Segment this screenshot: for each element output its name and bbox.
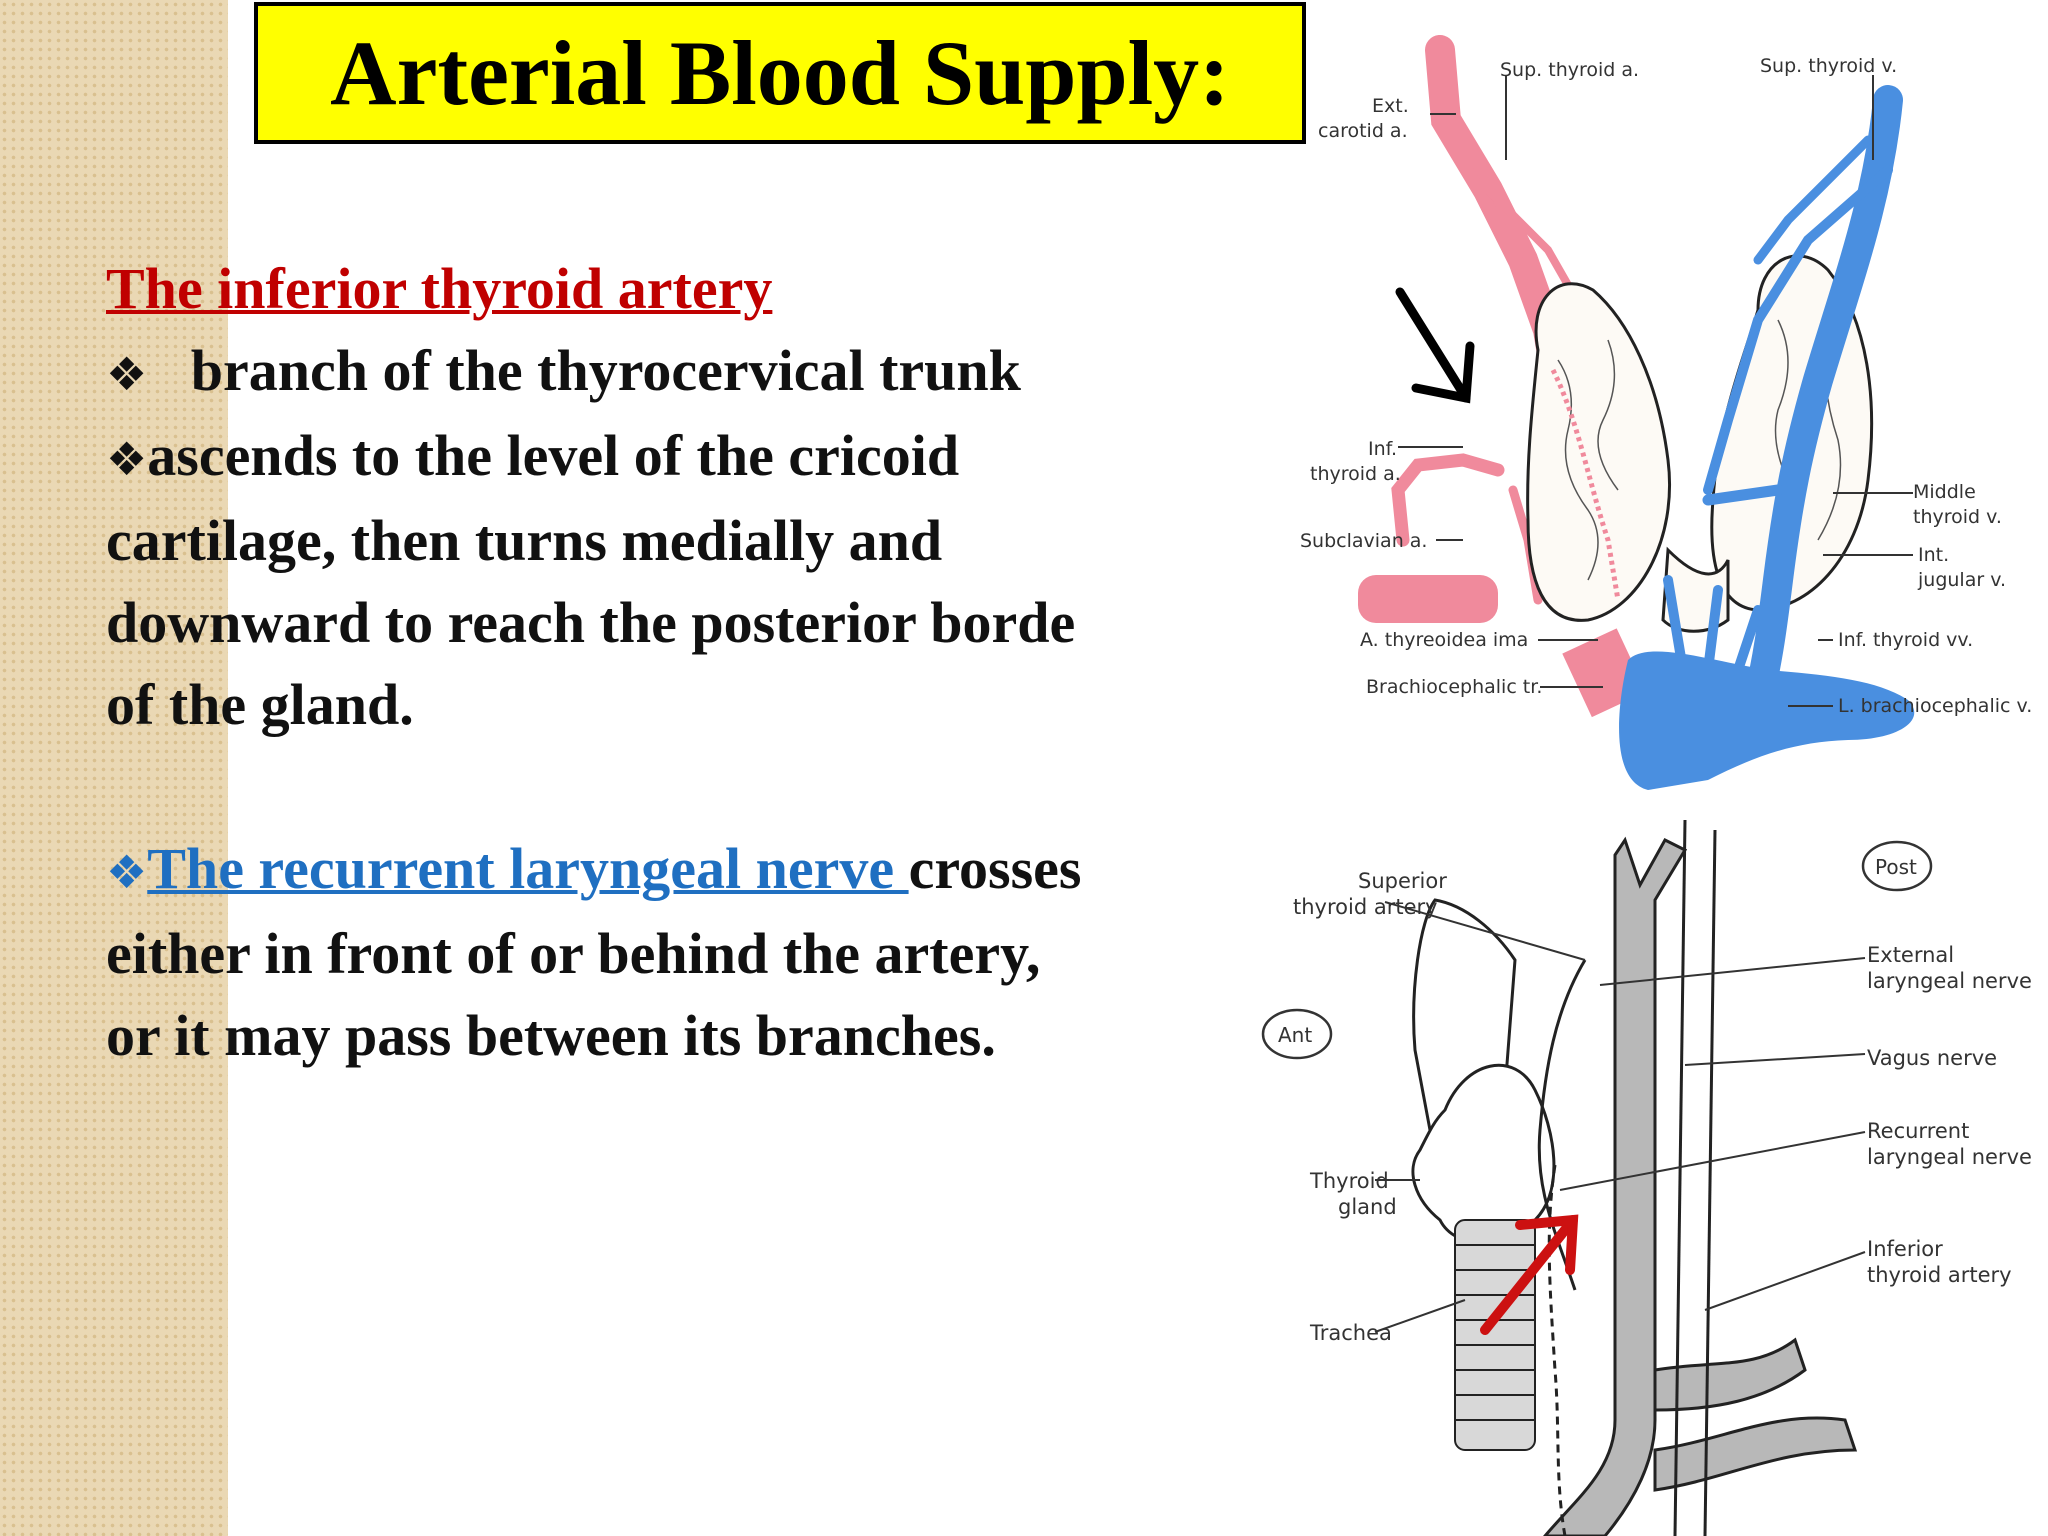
label-leaders	[1398, 75, 1913, 707]
label-inf-thyroid-vv: Inf. thyroid vv.	[1838, 629, 1973, 651]
bullet2-line-2: cartilage, then turns medially and	[106, 508, 943, 573]
recurrent-laryngeal-nerve-diagram: Post Ant Superior thyroid artery Externa…	[1261, 819, 2032, 1536]
label-superior-2: thyroid artery	[1293, 895, 1438, 919]
label-external-2: laryngeal nerve	[1867, 969, 2032, 993]
label-recurrent-1: Recurrent	[1867, 1119, 1969, 1143]
section2-line-1: ❖The recurrent laryngeal nerve crosses	[106, 828, 1276, 913]
label-inferior-2: thyroid artery	[1867, 1263, 2012, 1287]
bullet-icon: ❖	[106, 845, 148, 899]
label-thyroid-1: Thyroid	[1309, 1169, 1389, 1193]
page-title: Arterial Blood Supply:	[330, 22, 1230, 124]
vein-paths	[1663, 85, 1903, 715]
ant-badge	[1261, 1008, 1333, 1060]
body-text: The inferior thyroid artery ❖ branch of …	[106, 248, 1276, 1077]
label-middle-thyroid-2: thyroid v.	[1913, 506, 2002, 528]
label-inf-thyroid-a-2: thyroid a.	[1310, 463, 1401, 485]
bullet2-line-1: ascends to the level of the cricoid	[147, 423, 960, 488]
bullet1-spacer	[162, 338, 191, 403]
recurrent-laryngeal-nerve-link[interactable]: The recurrent laryngeal nerve	[147, 836, 909, 901]
label-middle-thyroid-1: Middle	[1913, 481, 1976, 503]
label-inf-thyroid-a-1: Inf.	[1368, 438, 1397, 460]
label-brachiocephalic-tr: Brachiocephalic tr.	[1366, 676, 1542, 698]
label-ext-carotid-2: carotid a.	[1318, 120, 1408, 142]
bullet-line-1: ❖ branch of the thyrocervical trunk	[106, 330, 1276, 415]
carotid-vessel	[1543, 836, 1858, 1536]
bullet2-line-4: of the gland.	[106, 672, 414, 737]
bullet-line-2: ❖ascends to the level of the cricoid	[106, 415, 1276, 500]
bullet-icon: ❖	[106, 347, 148, 401]
decorative-side-pattern	[0, 0, 228, 1536]
section2-line-1-rest: crosses	[908, 836, 1082, 901]
diagram-bottom-labels: Superior thyroid artery External larynge…	[1293, 869, 2032, 1345]
thyroid-blood-supply-diagram: Sup. thyroid a. Sup. thyroid v. Ext. car…	[1300, 35, 2032, 790]
section2-line-2: either in front of or behind the artery,	[106, 921, 1041, 986]
label-thyreoidea-ima: A. thyreoidea ima	[1360, 629, 1528, 651]
label-sup-thyroid-a: Sup. thyroid a.	[1500, 59, 1639, 81]
pointer-arrow-black	[1395, 287, 1475, 404]
label-recurrent-2: laryngeal nerve	[1867, 1145, 2032, 1169]
diagram-top-labels: Sup. thyroid a. Sup. thyroid v. Ext. car…	[1300, 55, 2032, 717]
brachiocephalic-vein	[1619, 651, 1915, 790]
label-ant: Ant	[1278, 1023, 1312, 1047]
bullet2-line-3: downward to reach the posterior borde	[106, 590, 1076, 655]
post-badge	[1861, 840, 1933, 892]
label-subclavian: Subclavian a.	[1300, 530, 1427, 552]
label-leaders	[1374, 901, 1866, 1333]
subclavian-artery	[1358, 575, 1498, 623]
bullet1-text: branch of the thyrocervical trunk	[190, 338, 1021, 403]
label-vagus: Vagus nerve	[1867, 1046, 1997, 1070]
label-external-1: External	[1867, 943, 1954, 967]
label-trachea: Trachea	[1309, 1321, 1392, 1345]
label-post: Post	[1875, 855, 1917, 879]
inferior-thyroid-artery-heading: The inferior thyroid artery	[106, 256, 773, 321]
section2-line-3: or it may pass between its branches.	[106, 1003, 996, 1068]
trachea	[1454, 1219, 1536, 1451]
label-inferior-1: Inferior	[1867, 1237, 1943, 1261]
label-l-brachiocephalic: L. brachiocephalic v.	[1838, 695, 2032, 717]
label-thyroid-2: gland	[1338, 1195, 1397, 1219]
pointer-arrow-red	[1480, 1214, 1579, 1335]
label-ext-carotid-1: Ext.	[1372, 95, 1409, 117]
bullet-icon: ❖	[106, 432, 148, 486]
label-superior-1: Superior	[1358, 869, 1447, 893]
title-box: Arterial Blood Supply:	[254, 2, 1306, 144]
label-int-jugular-2: jugular v.	[1917, 569, 2006, 591]
label-sup-thyroid-v: Sup. thyroid v.	[1760, 55, 1897, 77]
section1-heading-line: The inferior thyroid artery	[106, 248, 1276, 330]
label-int-jugular-1: Int.	[1918, 544, 1949, 566]
paragraph-gap	[106, 746, 1276, 828]
